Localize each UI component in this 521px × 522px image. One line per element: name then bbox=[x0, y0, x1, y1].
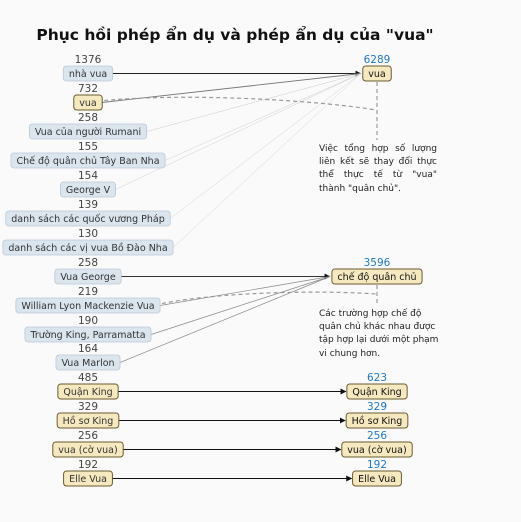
source-node-11-label: Vua Marlon bbox=[61, 358, 114, 369]
source-node-9: William Lyon Mackenzie Vua 219 bbox=[15, 286, 161, 314]
pair-target-1-label: Quận King bbox=[352, 387, 401, 398]
source-node-11: Vua Marlon 164 bbox=[55, 343, 121, 371]
target-node-vua-label: vua bbox=[368, 69, 385, 80]
target-node-monarchy-count: 3596 bbox=[364, 257, 391, 269]
pair-target-1: Quận King 623 bbox=[346, 372, 408, 400]
source-node-9-count: 219 bbox=[78, 286, 98, 298]
target-node-monarchy-box bbox=[331, 268, 423, 285]
target-node-monarchy: chế độ quân chủ 3596 bbox=[331, 257, 423, 285]
link-monarchy-2 bbox=[160, 276, 330, 306]
source-node-1: nhà vua 1376 bbox=[62, 54, 114, 82]
target-node-vua: vua 6289 bbox=[362, 54, 392, 82]
pair-source-4-box bbox=[63, 470, 113, 487]
source-node-10-box bbox=[24, 326, 152, 343]
dashed-link-vua-1 bbox=[104, 96, 377, 111]
source-node-2: vua 732 bbox=[73, 83, 103, 111]
pair-source-4-label: Elle Vua bbox=[69, 474, 107, 485]
source-node-5: George V 154 bbox=[60, 170, 116, 198]
dashed-link-monarchy-1 bbox=[161, 291, 377, 305]
pair-target-2: Hồ sơ King 329 bbox=[345, 401, 409, 429]
pair-source-1-label: Quận King bbox=[63, 387, 112, 398]
source-node-1-count: 1376 bbox=[75, 54, 102, 66]
source-node-11-box bbox=[55, 354, 121, 371]
source-node-6-label: danh sách các quốc vương Pháp bbox=[11, 214, 164, 225]
pair-target-3-count: 256 bbox=[367, 430, 387, 442]
source-node-5-count: 154 bbox=[78, 170, 98, 182]
link-monarchy-3 bbox=[150, 276, 331, 335]
pair-source-2-count: 329 bbox=[78, 401, 98, 413]
source-node-8: Vua George 258 bbox=[54, 257, 122, 285]
pair-source-3-count: 256 bbox=[78, 430, 98, 442]
pair-target-3-label: vua (cờ vua) bbox=[347, 445, 406, 456]
source-node-1-label: nhà vua bbox=[69, 69, 107, 80]
pair-source-2: Hồ sơ King 329 bbox=[56, 401, 120, 429]
source-node-6-box bbox=[5, 210, 171, 227]
source-node-11-count: 164 bbox=[78, 343, 98, 355]
pair-source-4-count: 192 bbox=[78, 459, 98, 471]
source-node-4-count: 155 bbox=[78, 141, 98, 153]
pair-source-3-label: vua (cờ vua) bbox=[58, 445, 117, 456]
source-node-6-count: 139 bbox=[78, 199, 98, 211]
annotation-king-to-monarch: Việc tổng hợp số lượng liên kết sẽ thay … bbox=[319, 144, 437, 194]
source-node-4-box bbox=[10, 152, 166, 169]
pair-source-1-box bbox=[57, 383, 119, 400]
source-node-2-box bbox=[73, 94, 103, 111]
pair-target-3: vua (cờ vua) 256 bbox=[341, 430, 413, 458]
source-node-7-box bbox=[2, 239, 174, 256]
source-node-6: danh sách các quốc vương Pháp 139 bbox=[5, 199, 171, 227]
link-vua-7 bbox=[173, 73, 361, 248]
pair-source-3: vua (cờ vua) 256 bbox=[52, 430, 124, 458]
pair-source-1: Quận King 485 bbox=[57, 372, 119, 400]
source-node-5-label: George V bbox=[66, 185, 111, 196]
pair-target-4-count: 192 bbox=[367, 459, 387, 471]
pair-target-4-label: Elle Vua bbox=[358, 474, 396, 485]
pair-target-3-box bbox=[341, 441, 413, 458]
source-node-8-count: 258 bbox=[78, 257, 98, 269]
source-node-10: Trường King, Parramatta 190 bbox=[24, 315, 152, 343]
link-vua-5 bbox=[115, 73, 361, 190]
pair-source-2-label: Hồ sơ King bbox=[63, 416, 114, 427]
link-vua-2 bbox=[102, 73, 361, 103]
source-node-4: Chế độ quân chủ Tây Ban Nha 155 bbox=[10, 141, 166, 169]
pair-source-4: Elle Vua 192 bbox=[63, 459, 113, 487]
source-node-8-box bbox=[54, 268, 122, 285]
pair-source-3-box bbox=[52, 441, 124, 458]
pair-target-1-count: 623 bbox=[367, 372, 387, 384]
source-node-10-label: Trường King, Parramatta bbox=[29, 330, 145, 341]
source-node-5-box bbox=[60, 181, 116, 198]
source-node-9-label: William Lyon Mackenzie Vua bbox=[21, 301, 154, 312]
annotation-monarchy-aggregation: Các trường hợp chế độ quân chủ khác nhau… bbox=[319, 309, 439, 359]
source-node-8-label: Vua George bbox=[60, 272, 116, 283]
pair-target-4-box bbox=[352, 470, 402, 487]
source-node-2-count: 732 bbox=[78, 83, 98, 95]
source-node-7-label: danh sách các vị vua Bồ Đào Nha bbox=[8, 243, 167, 254]
source-node-3-box bbox=[28, 123, 148, 140]
target-node-vua-box bbox=[362, 65, 392, 82]
link-vua-6 bbox=[170, 73, 361, 219]
source-node-2-label: vua bbox=[79, 98, 96, 109]
source-node-4-label: Chế độ quân chủ Tây Ban Nha bbox=[16, 156, 159, 167]
source-node-3-label: Vua của người Rumani bbox=[35, 127, 141, 138]
source-node-3: Vua của người Rumani 258 bbox=[28, 112, 148, 140]
pair-target-2-count: 329 bbox=[367, 401, 387, 413]
pair-source-2-box bbox=[56, 412, 120, 429]
link-vua-4 bbox=[164, 73, 361, 161]
pair-target-2-label: Hồ sơ King bbox=[352, 416, 403, 427]
pair-target-4: Elle Vua 192 bbox=[352, 459, 402, 487]
diagram-title: Phục hồi phép ẩn dụ và phép ẩn dụ của "v… bbox=[36, 26, 434, 44]
pair-source-1-count: 485 bbox=[78, 372, 98, 384]
link-vua-3 bbox=[146, 73, 361, 132]
source-node-7-count: 130 bbox=[78, 228, 98, 240]
source-node-10-count: 190 bbox=[78, 315, 98, 327]
source-node-1-box bbox=[62, 65, 114, 82]
pair-target-1-box bbox=[346, 383, 408, 400]
link-monarchy-4 bbox=[119, 276, 331, 363]
target-node-vua-count: 6289 bbox=[364, 54, 391, 66]
source-node-7: danh sách các vị vua Bồ Đào Nha 130 bbox=[2, 228, 174, 256]
source-node-3-count: 258 bbox=[78, 112, 98, 124]
target-node-monarchy-label: chế độ quân chủ bbox=[337, 272, 416, 283]
source-node-9-box bbox=[15, 297, 161, 314]
pair-target-2-box bbox=[345, 412, 409, 429]
